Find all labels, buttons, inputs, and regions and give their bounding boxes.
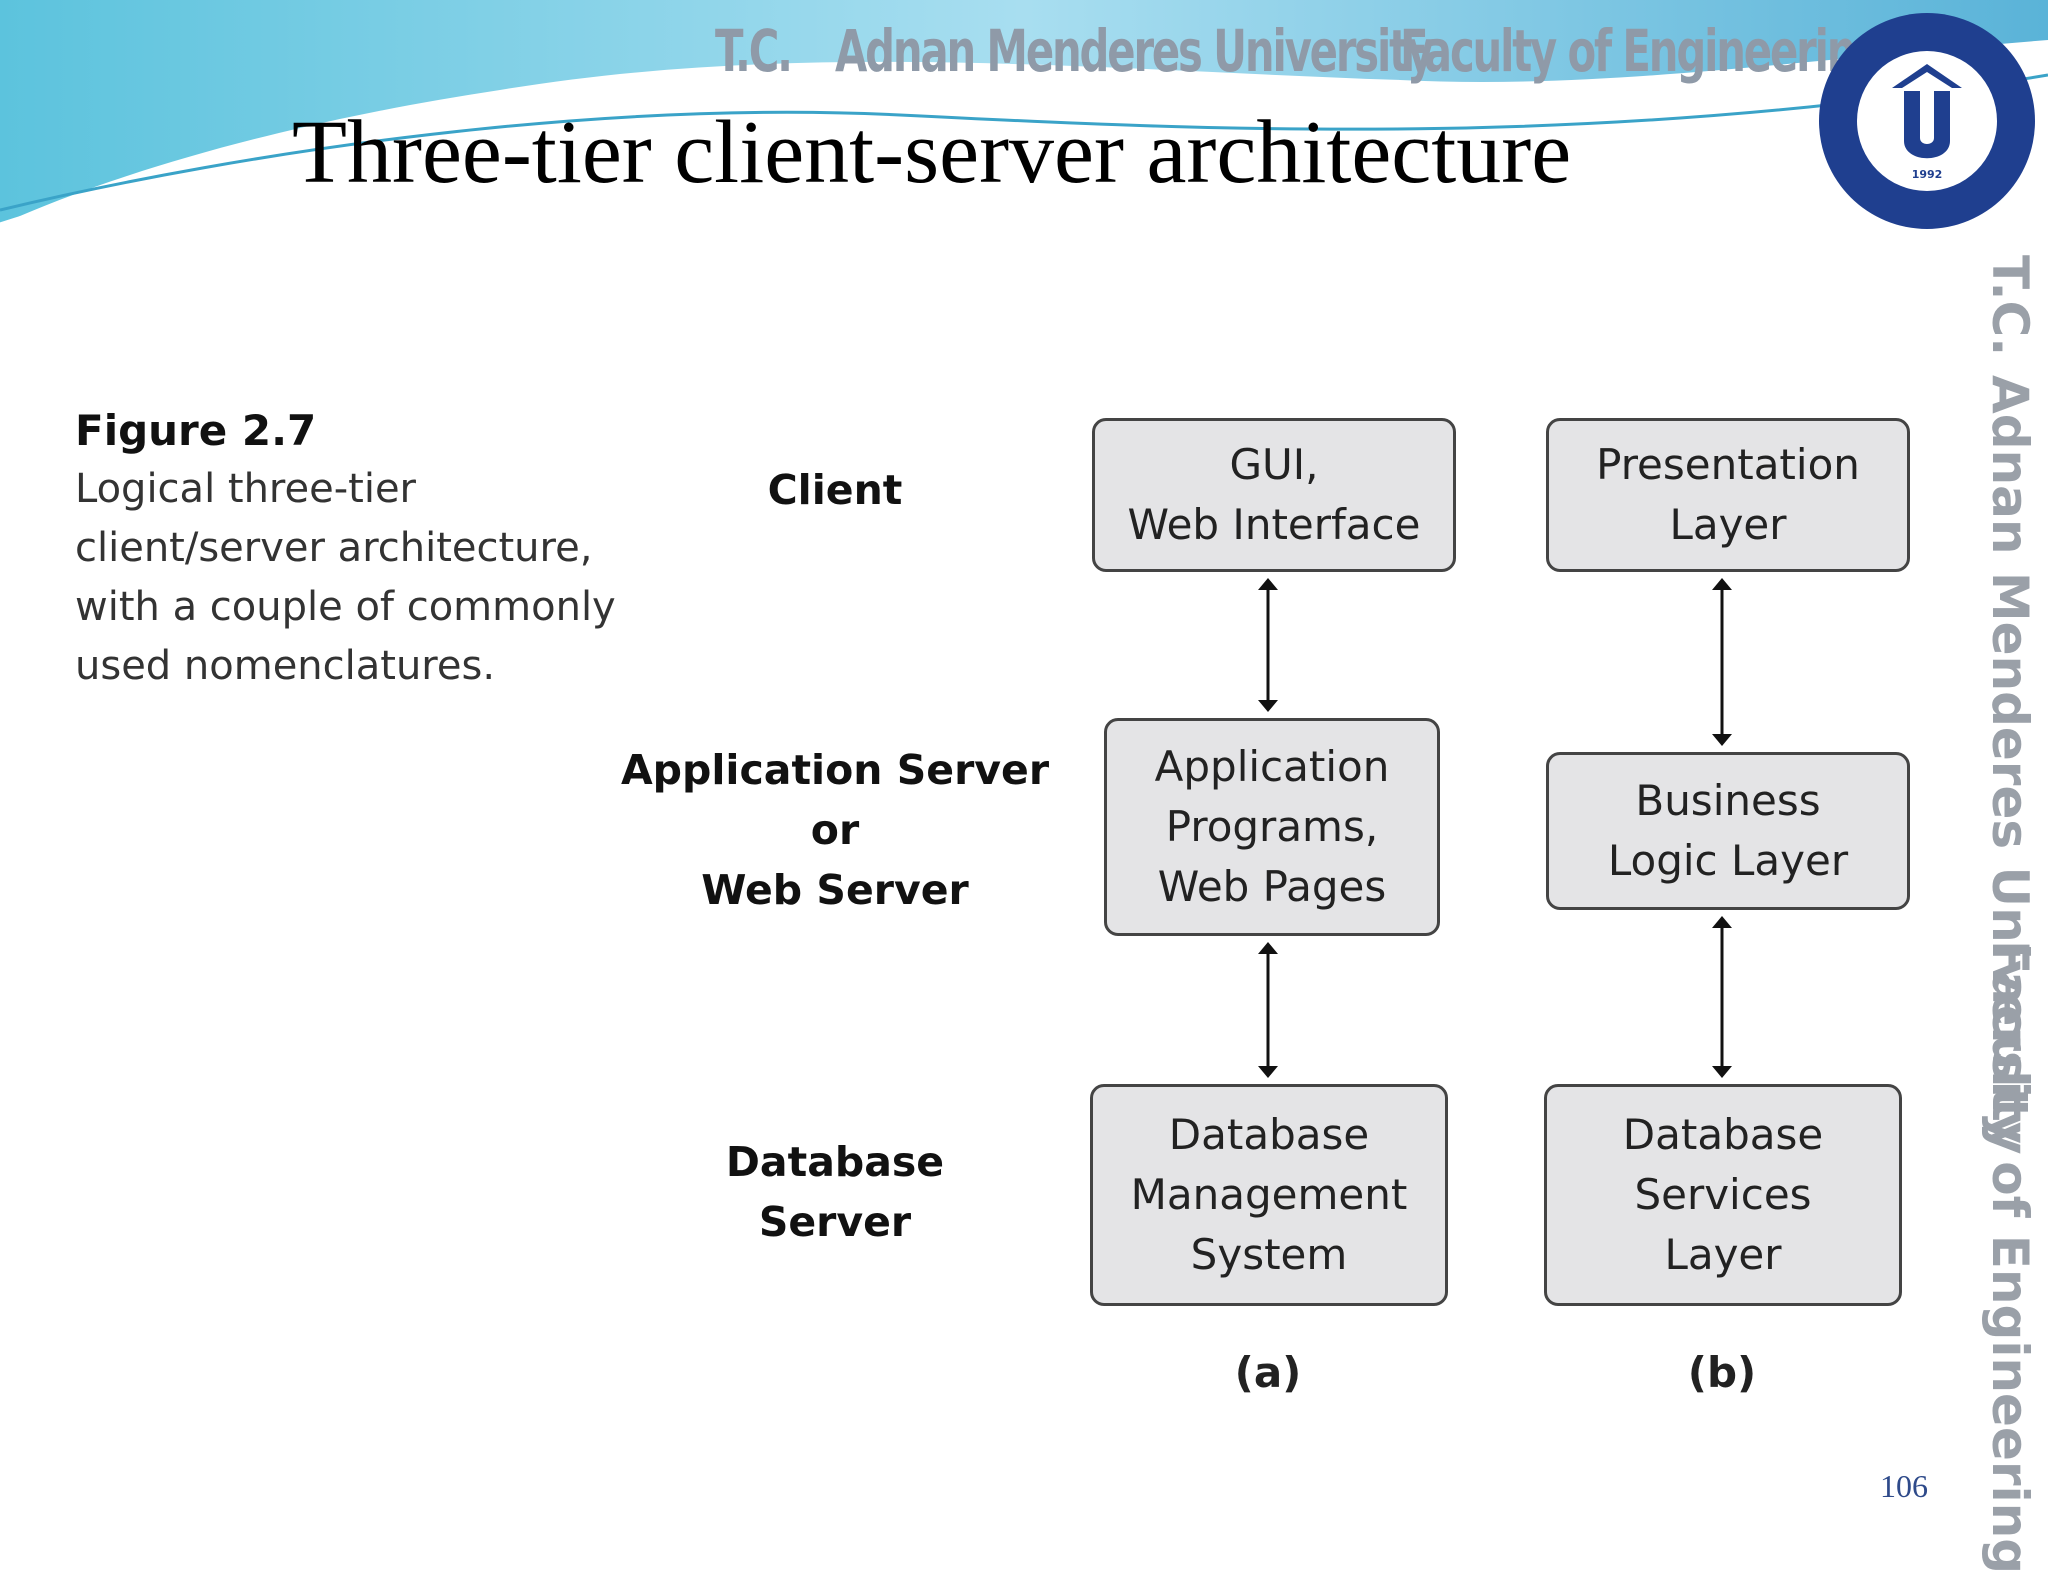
tier-label-database-server: Database Server (725, 1138, 945, 1246)
column-label-b: (b) (1687, 1348, 1757, 1397)
box-application-programs: Application Programs, Web Pages (1104, 718, 1440, 936)
header-tc-text: T.C. (715, 17, 793, 85)
box-gui-web-interface: GUI, Web Interface (1092, 418, 1456, 572)
tier-label-client: Client (767, 466, 903, 514)
figure-label: Figure 2.7 (75, 406, 317, 455)
box-database-management-system: Database Management System (1090, 1084, 1448, 1306)
header-university-text: Adnan Menderes University (835, 17, 1434, 85)
slide-title: Three-tier client-server architecture (292, 103, 1572, 202)
university-logo: 1992 (1819, 13, 2035, 229)
tier-arrows (1258, 578, 1732, 1078)
box-presentation-layer: Presentation Layer (1546, 418, 1910, 572)
figure-caption-block: Figure 2.7 Logical three-tier client/ser… (75, 402, 635, 696)
box-database-services-layer: Database Services Layer (1544, 1084, 1902, 1306)
column-label-a: (a) (1234, 1348, 1302, 1397)
box-business-logic-layer: Business Logic Layer (1546, 752, 1910, 910)
logo-year: 1992 (1912, 168, 1943, 181)
page-number: 106 (1880, 1468, 1928, 1504)
header-faculty-text: Faculty of Engineering (1400, 17, 1884, 85)
tier-label-application-server: Application Server or Web Server (620, 746, 1050, 914)
figure-caption: Logical three-tier client/server archite… (75, 466, 616, 689)
header-wave-background (0, 0, 2048, 228)
